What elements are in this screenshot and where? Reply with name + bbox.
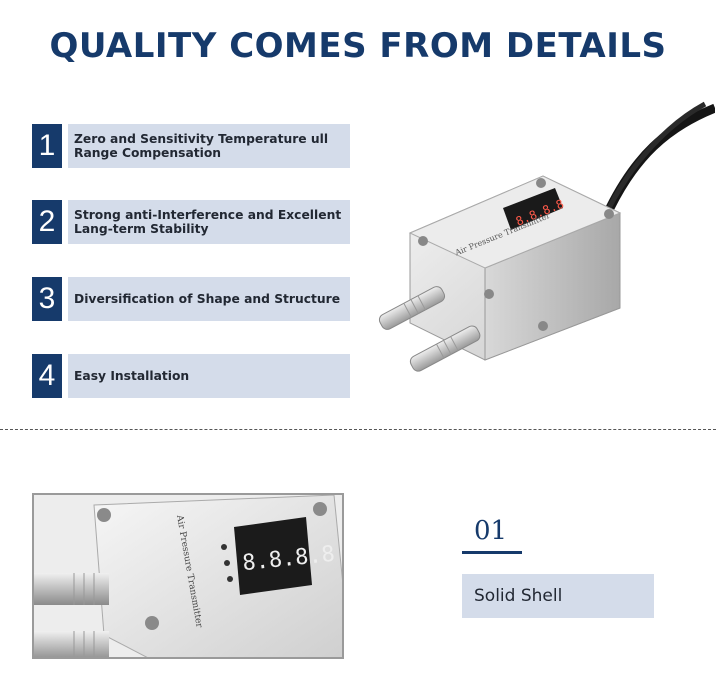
section-underline [462, 551, 522, 554]
feature-item-4: 4 Easy Installation [32, 354, 350, 398]
feature-number: 4 [32, 354, 62, 398]
closeup-image: 8.8.8.8 Air Pressure Transmitter [32, 493, 344, 659]
feature-number: 1 [32, 124, 62, 168]
feature-text: Zero and Sensitivity Temperature ull Ran… [68, 124, 350, 168]
section-divider [0, 429, 716, 430]
product-image: 8.8.8.8 Air Pressure Transmitter [378, 101, 715, 372]
section-number: 01 [474, 516, 508, 546]
feature-item-2: 2 Strong anti-Interference and Excellent… [32, 200, 350, 244]
section-label: Solid Shell [462, 574, 654, 618]
feature-item-3: 3 Diversification of Shape and Structure [32, 277, 350, 321]
feature-text: Easy Installation [68, 354, 350, 398]
feature-item-1: 1 Zero and Sensitivity Temperature ull R… [32, 124, 350, 168]
feature-number: 3 [32, 277, 62, 321]
page-title: QUALITY COMES FROM DETAILS [49, 26, 667, 66]
feature-text: Diversification of Shape and Structure [68, 277, 350, 321]
feature-number: 2 [32, 200, 62, 244]
feature-text: Strong anti-Interference and Excellent L… [68, 200, 350, 244]
